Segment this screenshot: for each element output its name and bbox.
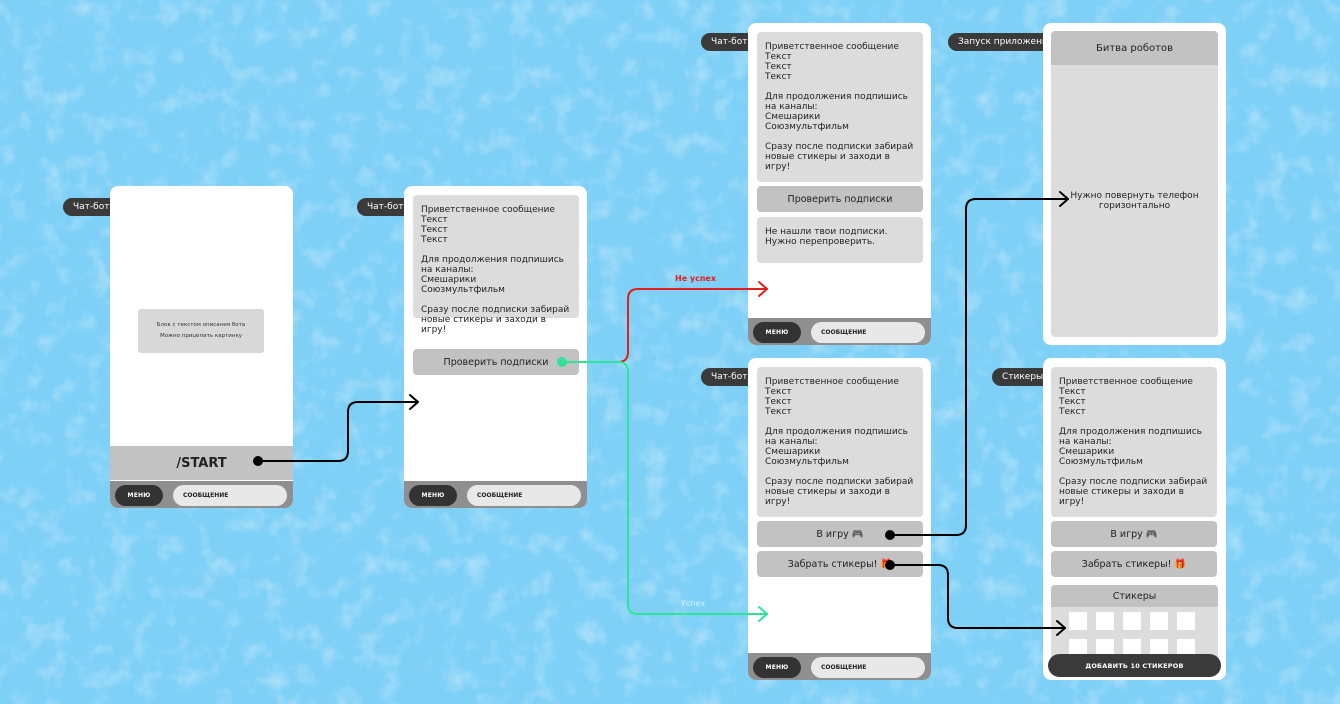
get-stickers-button[interactable]: Забрать стикеры! 🎁	[757, 551, 923, 577]
bot-description-line2: Можно прицепить картинку	[159, 333, 243, 339]
edge-label-success: Успех	[681, 599, 706, 608]
welcome-message: Приветственное сообщение Текст Текст Тек…	[1051, 367, 1217, 517]
welcome-message: Приветственное сообщение Текст Текст Тек…	[413, 195, 579, 335]
screen-tag-app-launch: Запуск приложения	[948, 33, 1053, 51]
game-viewport: Нужно повернуть телефон горизонтально	[1051, 65, 1218, 337]
phone-screen-success: Приветственное сообщение Текст Текст Тек…	[748, 358, 931, 680]
sticker-slot[interactable]	[1177, 612, 1195, 630]
edge-label-fail: Не успех	[675, 274, 716, 283]
message-field[interactable]: СООБЩЕНИЕ	[467, 485, 581, 506]
play-game-button[interactable]: В игру 🎮	[1051, 521, 1217, 547]
game-title: Битва роботов	[1051, 31, 1218, 65]
bottom-bar: МЕНЮ СООБЩЕНИЕ	[404, 481, 587, 508]
phone-screen-game: Битва роботов Нужно повернуть телефон го…	[1043, 23, 1226, 345]
bottom-bar: МЕНЮ СООБЩЕНИЕ	[110, 481, 293, 508]
get-stickers-button[interactable]: Забрать стикеры! 🎁	[1051, 551, 1217, 577]
menu-button[interactable]: МЕНЮ	[753, 322, 801, 343]
screen-tag-chatbot: Чат-бот	[357, 198, 404, 216]
menu-button[interactable]: МЕНЮ	[409, 485, 457, 506]
bot-description-block: Блок с текстом описания бота Можно прице…	[138, 309, 264, 353]
bottom-bar: МЕНЮ СООБЩЕНИЕ	[748, 653, 931, 680]
welcome-message: Приветственное сообщение Текст Текст Тек…	[757, 32, 923, 182]
rotate-phone-hint: Нужно повернуть телефон горизонтально	[1070, 191, 1199, 211]
screen-tag-chatbot: Чат-бот	[63, 198, 110, 216]
sticker-slot[interactable]	[1096, 612, 1114, 630]
screen-tag-chatbot: Чат-бот	[701, 368, 748, 386]
check-subscriptions-button[interactable]: Проверить подписки	[757, 186, 923, 212]
sticker-slot[interactable]	[1096, 639, 1114, 657]
sticker-slot[interactable]	[1177, 639, 1195, 657]
start-command-bar[interactable]: /START	[110, 446, 293, 480]
welcome-message: Приветственное сообщение Текст Текст Тек…	[757, 367, 923, 517]
phone-screen-start: Блок с текстом описания бота Можно прице…	[110, 186, 293, 508]
screen-tag-stickers: Стикеры	[992, 368, 1043, 386]
bot-description-line1: Блок с текстом описания бота	[156, 322, 246, 328]
stickers-panel-title: Стикеры	[1051, 585, 1218, 607]
phone-screen-fail: Приветственное сообщение Текст Текст Тек…	[748, 23, 931, 345]
menu-button[interactable]: МЕНЮ	[753, 657, 801, 678]
bottom-bar: МЕНЮ СООБЩЕНИЕ	[748, 318, 931, 345]
sticker-slot[interactable]	[1123, 612, 1141, 630]
message-field[interactable]: СООБЩЕНИЕ	[811, 657, 925, 678]
sticker-slot[interactable]	[1150, 612, 1168, 630]
sticker-slot[interactable]	[1069, 612, 1087, 630]
play-game-button[interactable]: В игру 🎮	[757, 521, 923, 547]
menu-button[interactable]: МЕНЮ	[115, 485, 163, 506]
phone-screen-stickers: Приветственное сообщение Текст Текст Тек…	[1043, 358, 1226, 680]
sticker-slot[interactable]	[1069, 639, 1087, 657]
subscriptions-not-found-message: Не нашли твои подписки. Нужно перепровер…	[757, 217, 923, 263]
stickers-panel: Стикеры	[1051, 585, 1218, 657]
add-stickers-button[interactable]: ДОБАВИТЬ 10 СТИКЕРОВ	[1048, 654, 1221, 677]
sticker-slot[interactable]	[1123, 639, 1141, 657]
sticker-slot[interactable]	[1150, 639, 1168, 657]
check-subscriptions-button[interactable]: Проверить подписки	[413, 349, 579, 375]
phone-screen-welcome: Приветственное сообщение Текст Текст Тек…	[404, 186, 587, 508]
screen-tag-chatbot: Чат-бот	[701, 33, 748, 51]
message-field[interactable]: СООБЩЕНИЕ	[811, 322, 925, 343]
message-field[interactable]: СООБЩЕНИЕ	[173, 485, 287, 506]
start-command[interactable]: /START	[176, 455, 227, 471]
